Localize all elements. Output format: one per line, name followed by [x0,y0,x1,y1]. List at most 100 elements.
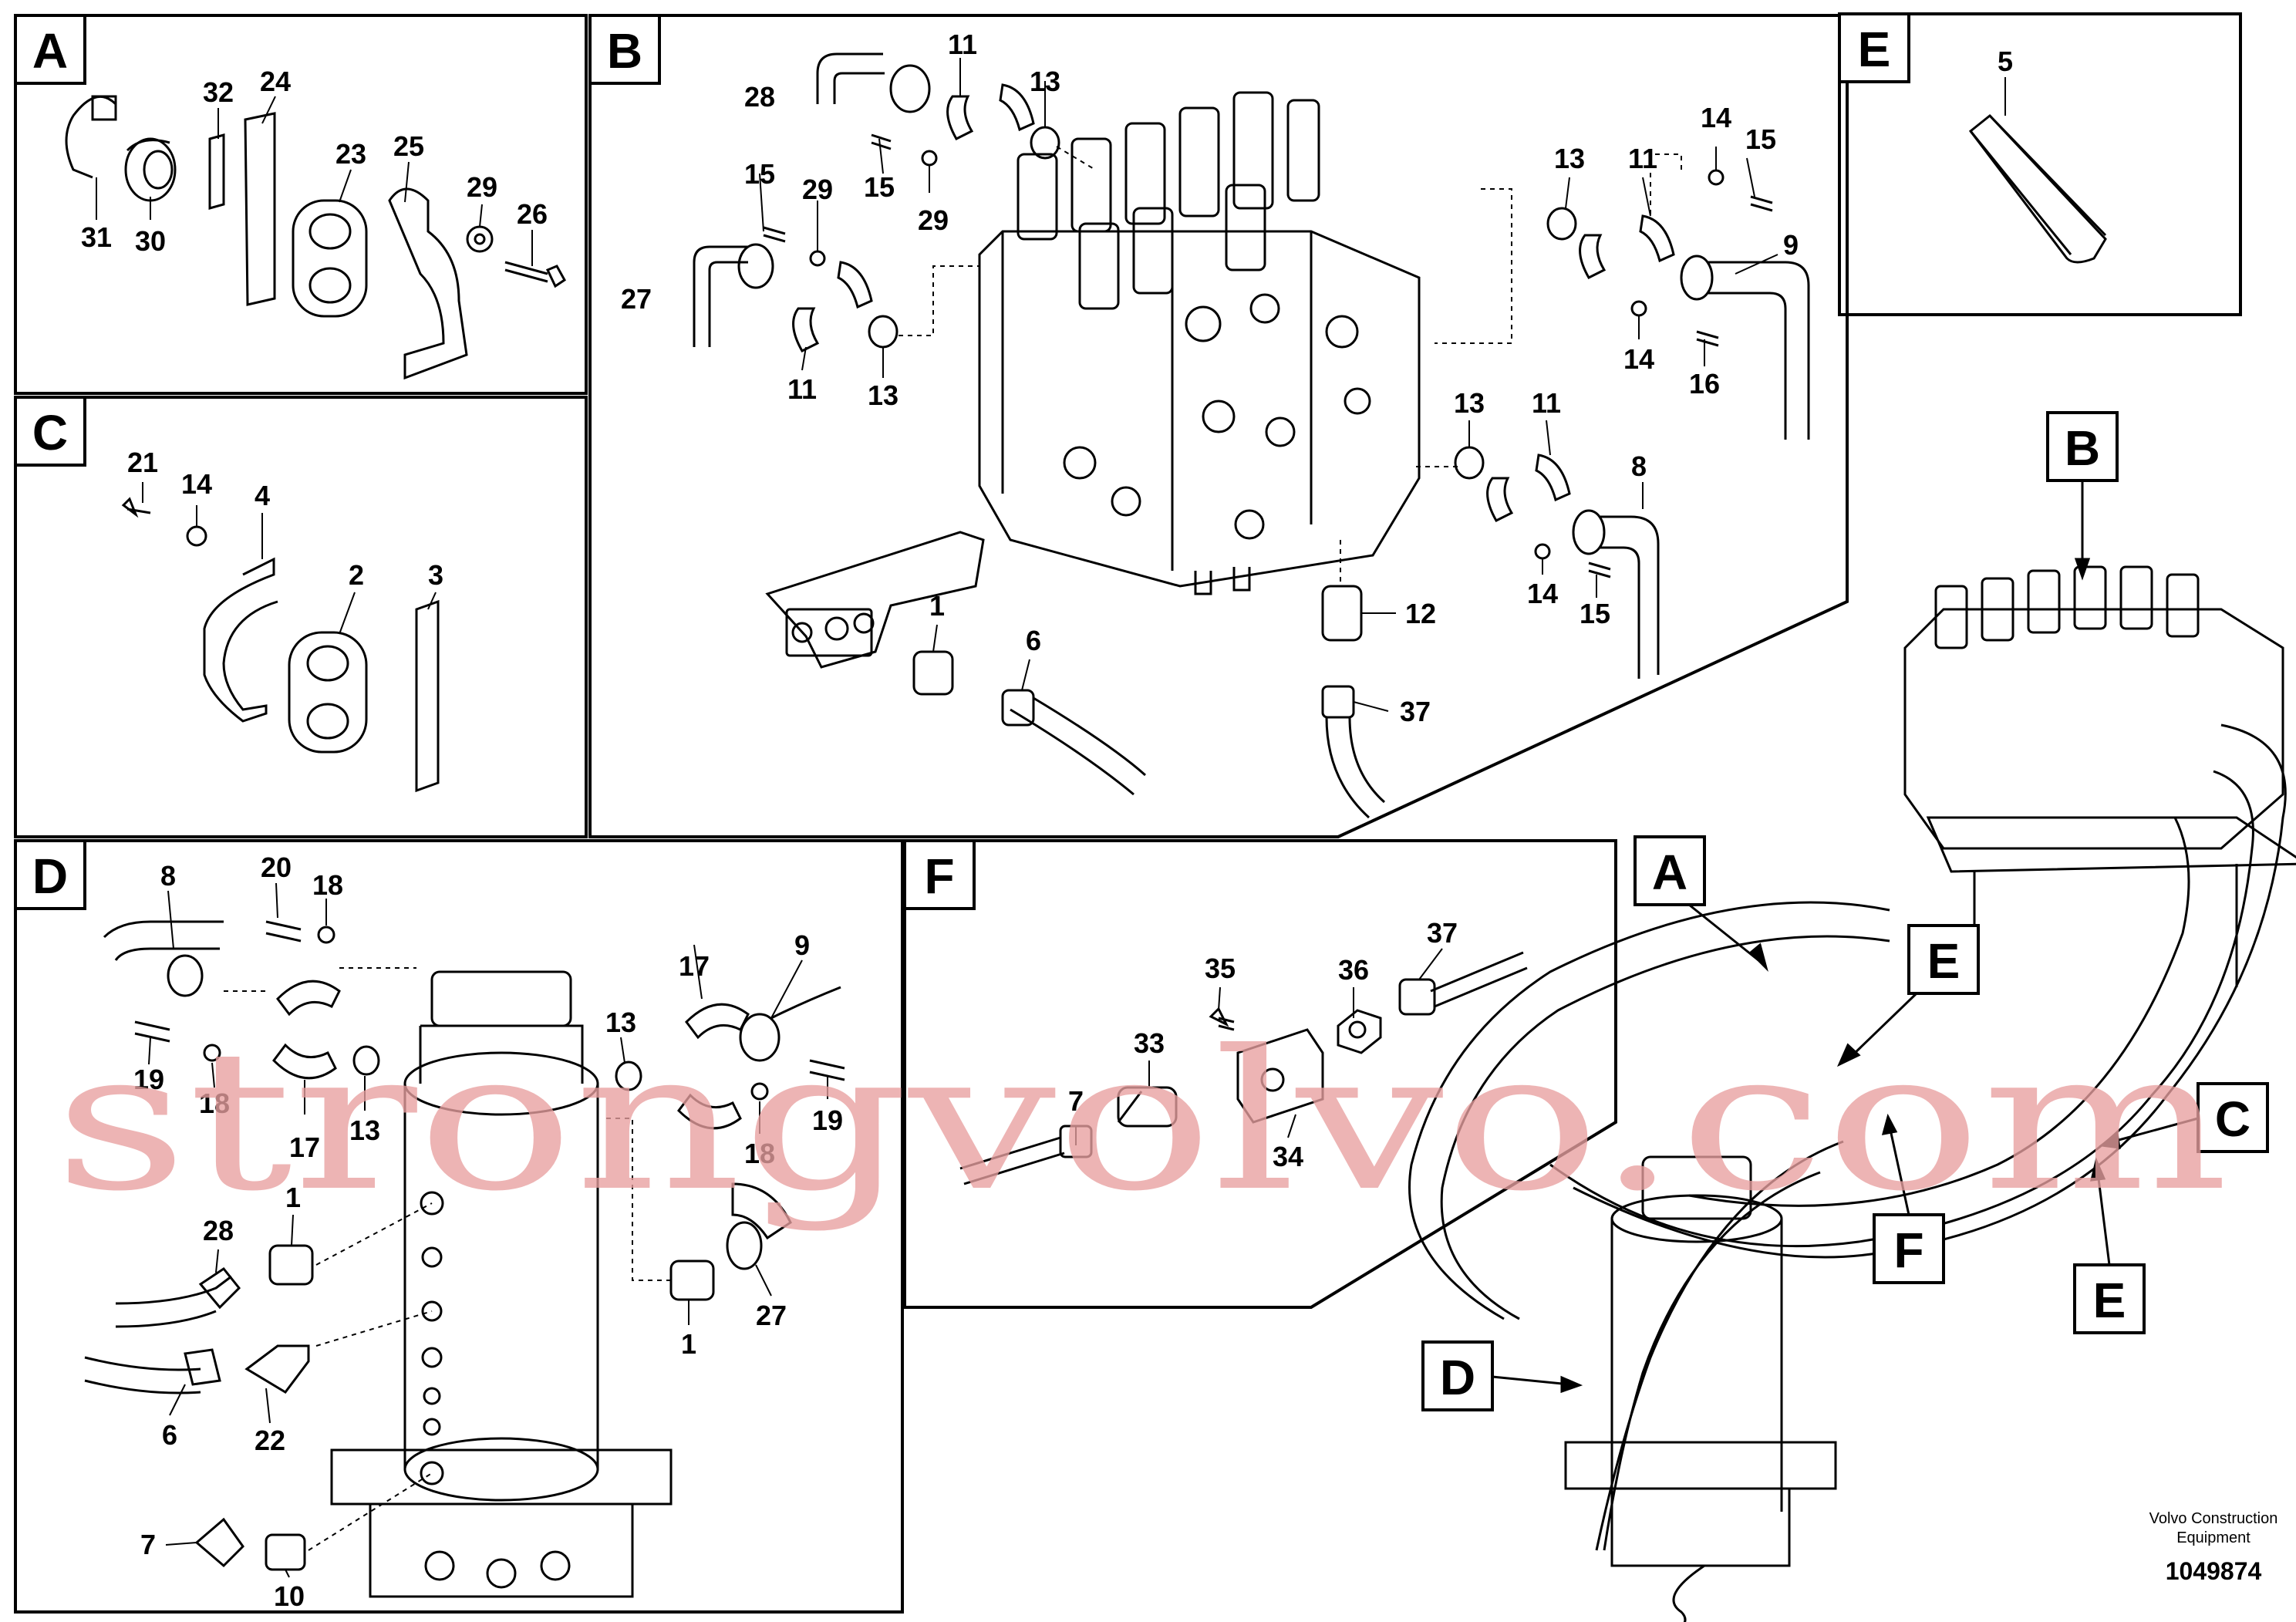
overview-label-b: B [2065,420,2100,476]
callout: 15 [1580,598,1610,629]
callout: 1 [285,1182,301,1213]
panel-frames [14,12,2242,1614]
callout: 31 [81,221,112,253]
callout: 11 [787,373,817,405]
callout: 19 [812,1104,843,1136]
callout: 13 [349,1114,380,1146]
panel-d-parts [84,920,845,1598]
callout: 28 [744,81,775,113]
overview-label-d: D [1440,1350,1475,1405]
panel-f-parts [959,951,1528,1185]
callouts-panel-b: 28 11 13 15 29 15 27 11 13 13 11 14 15 9… [621,29,1799,727]
callout: 16 [1689,368,1720,400]
panel-c-frame [14,396,588,838]
callout: 33 [1134,1027,1165,1059]
callout: 29 [467,171,497,203]
callout: 2 [349,559,364,591]
callout: 18 [199,1088,230,1119]
panel-a-parts [65,95,566,380]
callout: 8 [1631,450,1647,482]
callouts-panel-f: 35 36 37 33 7 34 [1068,917,1458,1172]
watermark-text: strongvolvo.com [54,1009,2229,1233]
callout: 18 [312,869,343,901]
callout: 28 [203,1215,234,1246]
callout: 18 [744,1138,775,1169]
callout: 5 [1998,46,2013,77]
overview-label-arrows [1492,481,2199,1394]
callout: 9 [1783,229,1799,261]
panel-d-leaders [148,882,828,1578]
panel-c-leaders [142,482,437,635]
panel-b-fittings [693,52,1810,819]
callout: 11 [948,29,977,60]
overview-label-boxes [1421,411,2269,1411]
panel-b-valve-block [765,91,1421,669]
callouts-panel-e: 5 [1998,46,2013,77]
callout: 17 [289,1131,320,1163]
panel-e-frame [1838,12,2242,316]
panel-e-parts [1968,77,2107,264]
callout: 19 [133,1064,164,1095]
panel-d-frame [14,839,904,1614]
callout: 15 [1745,123,1776,155]
callout: 13 [605,1007,636,1038]
callout: 1 [929,590,945,622]
callout: 30 [135,225,166,257]
callout: 6 [1026,625,1041,656]
panel-f-frame [903,839,1617,1309]
overview-labels: B A E C F E D [1440,420,2250,1405]
callout: 14 [181,468,212,500]
callout: 8 [160,860,176,892]
callout: 20 [261,851,292,883]
overview-label-c: C [2215,1091,2250,1147]
callout: 6 [162,1419,177,1451]
callout: 11 [1532,387,1561,419]
callouts-panel-d: 8 20 18 19 18 17 13 13 17 9 19 18 1 28 6… [133,851,843,1612]
callout: 11 [1628,143,1657,174]
callout: 1 [681,1328,696,1360]
callout: 27 [756,1300,787,1331]
callout: 25 [393,130,424,162]
drawing-number: 1049874 [2166,1557,2262,1585]
callout: 29 [918,204,949,236]
callout: 23 [335,138,366,170]
callout: 27 [621,283,652,315]
callout: 34 [1273,1141,1303,1172]
panel-f-leaders [1075,948,1443,1145]
section-f-letter: F [924,848,954,904]
panel-c-parts [121,497,440,793]
section-d-letter: D [32,848,68,904]
callouts-panel-c: 21 14 4 2 3 [127,447,443,591]
callout: 9 [794,929,810,961]
callout: 13 [1030,66,1060,97]
callout: 37 [1400,696,1431,727]
callout: 14 [1701,102,1731,133]
panel-d-dashed-links [224,967,671,1551]
section-e-letter: E [1858,22,1891,77]
callout: 7 [140,1529,156,1560]
callout: 21 [127,447,158,478]
callout: 14 [1623,343,1654,375]
callout: 12 [1405,598,1436,629]
overview-label-e-upper: E [1927,933,1961,989]
callout: 15 [744,158,775,190]
panel-b-dashed-links [899,146,1682,586]
panel-b-leaders [759,58,1778,712]
callout: 13 [868,379,899,411]
callout: 10 [274,1580,305,1612]
panel-a-frame [14,14,588,395]
callout: 35 [1205,953,1236,984]
callout: 3 [428,559,443,591]
company-line-2: Equipment [2176,1529,2250,1546]
footer: Volvo Construction Equipment 1049874 [2149,1510,2278,1585]
overview-label-a: A [1652,845,1687,900]
callout: 13 [1454,387,1485,419]
panel-a-leaders [96,96,533,266]
callout: 4 [255,480,270,511]
company-line-1: Volvo Construction [2149,1510,2278,1527]
overview-label-f: F [1893,1222,1923,1278]
callout: 15 [864,171,895,203]
callouts-panel-a: 31 30 32 24 23 25 29 26 [81,66,548,257]
